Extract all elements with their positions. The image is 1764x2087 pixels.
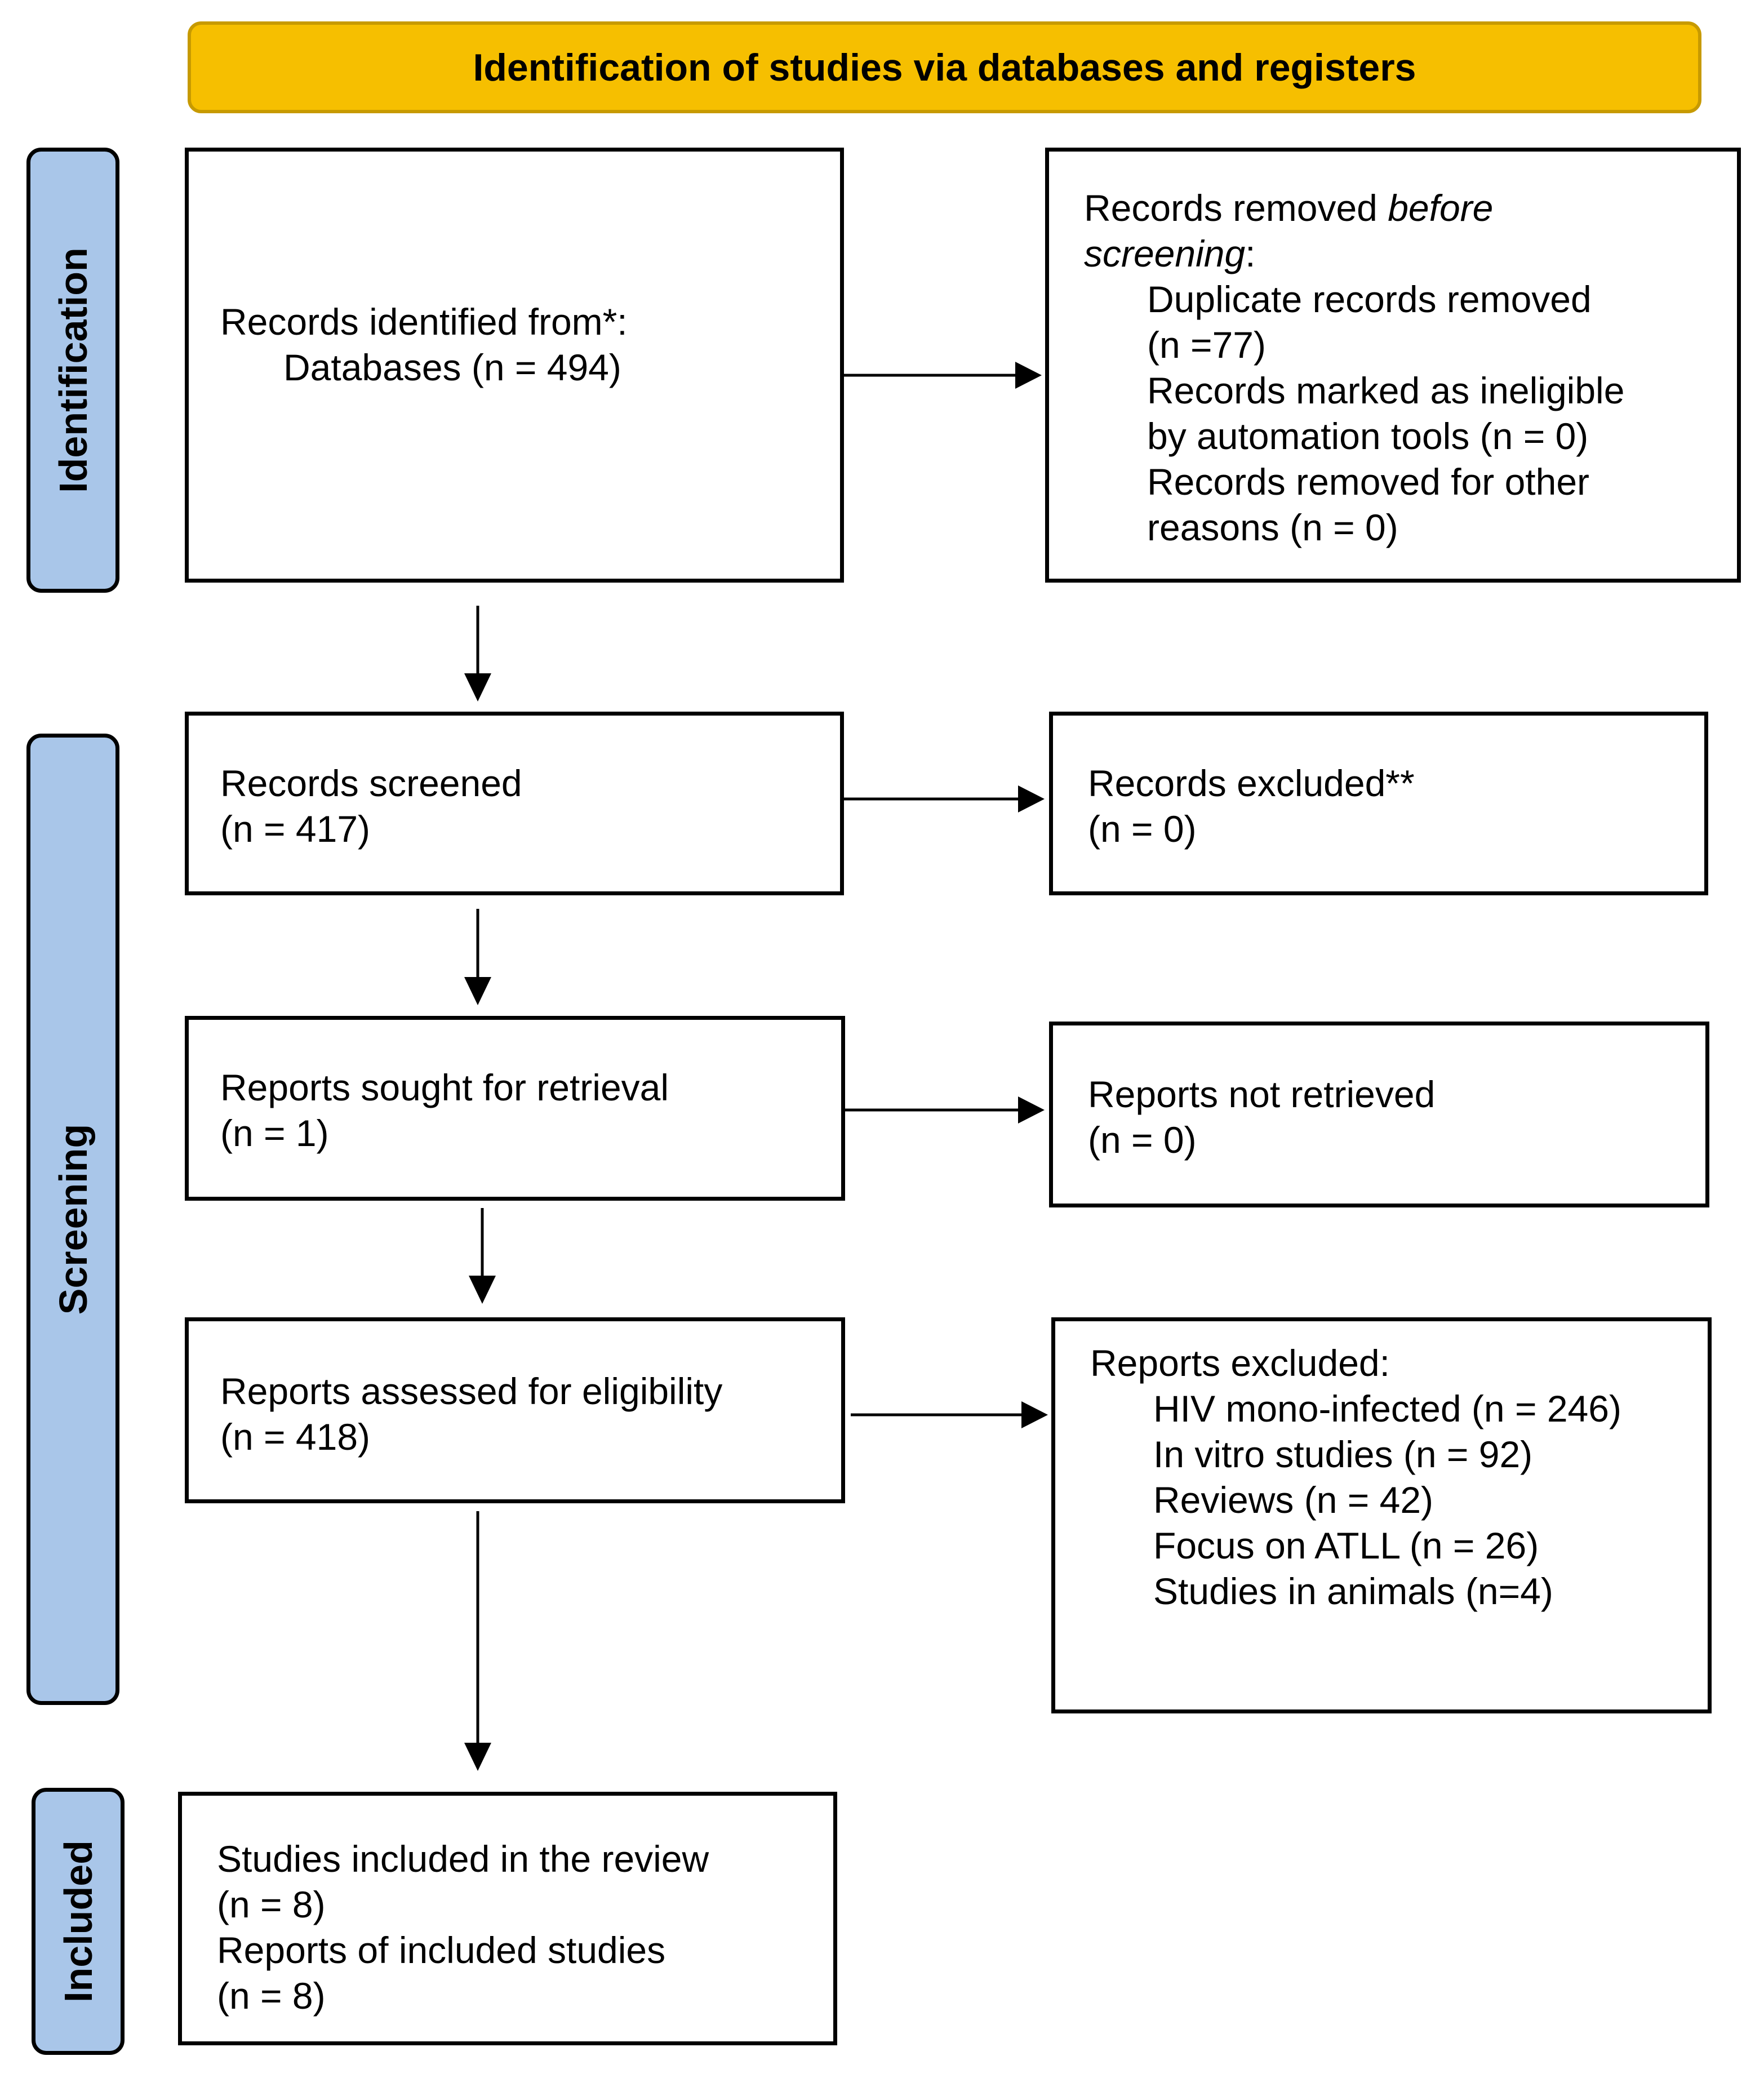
exclusion-reason: Reviews (n = 42) [1153, 1479, 1434, 1521]
header-banner: Identification of studies via databases … [188, 21, 1701, 113]
reports-sought-box: Reports sought for retrieval (n = 1) [185, 1016, 845, 1201]
duplicate-records-label: Duplicate records removed [1147, 278, 1592, 320]
records-identified-databases: Databases (n = 494) [283, 347, 621, 388]
reports-excluded-box: Reports excluded: HIV mono-infected (n =… [1051, 1317, 1712, 1713]
arrowhead-down [469, 1276, 496, 1304]
reports-assessed-count: (n = 418) [220, 1416, 370, 1458]
duplicate-records-count: (n =77) [1147, 324, 1266, 366]
phase-identification: Identification [26, 148, 119, 593]
reports-excluded-heading: Reports excluded: [1090, 1342, 1390, 1384]
records-screened-label: Records screened [220, 762, 522, 804]
records-screened-count: (n = 417) [220, 808, 370, 850]
records-removed-colon: : [1245, 233, 1256, 274]
arrowhead-down [464, 673, 491, 701]
records-removed-heading-line2: screening: [1084, 231, 1624, 277]
arrowhead-down [464, 1743, 491, 1771]
studies-included-label: Studies included in the review [217, 1838, 709, 1880]
arrowhead-right [1021, 1401, 1048, 1428]
reports-sought-label: Reports sought for retrieval [220, 1067, 669, 1108]
reports-assessed-box: Reports assessed for eligibility (n = 41… [185, 1317, 845, 1503]
records-identified-box: Records identified from*: Databases (n =… [185, 148, 844, 583]
ineligible-records-line1: Records marked as ineligible [1147, 370, 1625, 411]
reports-not-retrieved-label: Reports not retrieved [1088, 1073, 1436, 1115]
records-identified-heading: Records identified from*: [220, 301, 628, 343]
records-removed-prefix: Records removed [1084, 187, 1388, 229]
records-excluded-label: Records excluded** [1088, 762, 1415, 804]
arrowhead-right [1018, 785, 1045, 812]
reports-not-retrieved-box: Reports not retrieved (n = 0) [1049, 1022, 1709, 1207]
exclusion-reason: In vitro studies (n = 92) [1153, 1433, 1533, 1475]
reports-included-label: Reports of included studies [217, 1929, 666, 1971]
reports-not-retrieved-count: (n = 0) [1088, 1119, 1197, 1161]
records-excluded-box: Records excluded** (n = 0) [1049, 712, 1708, 895]
ineligible-records-line2: by automation tools (n = 0) [1147, 415, 1589, 457]
exclusion-reason: HIV mono-infected (n = 246) [1153, 1388, 1621, 1429]
reports-sought-count: (n = 1) [220, 1112, 329, 1154]
arrowhead-right [1015, 362, 1042, 389]
records-removed-heading-line1: Records removed before [1084, 185, 1624, 231]
records-excluded-count: (n = 0) [1088, 808, 1197, 850]
header-title: Identification of studies via databases … [473, 46, 1416, 89]
records-removed-screening-word: screening [1084, 233, 1246, 274]
other-reasons-line2: reasons (n = 0) [1147, 507, 1398, 548]
phase-included: Included [32, 1788, 125, 2055]
reports-included-count: (n = 8) [217, 1975, 326, 2017]
studies-included-box: Studies included in the review (n = 8) R… [178, 1792, 837, 2045]
exclusion-reason: Focus on ATLL (n = 26) [1153, 1525, 1539, 1566]
arrowhead-down [464, 977, 491, 1005]
reports-assessed-label: Reports assessed for eligibility [220, 1370, 723, 1412]
phase-screening: Screening [26, 734, 119, 1705]
exclusion-reason: Studies in animals (n=4) [1153, 1570, 1553, 1612]
other-reasons-line1: Records removed for other [1147, 461, 1590, 503]
records-removed-box: Records removed before screening: Duplic… [1045, 148, 1741, 583]
arrowhead-right [1018, 1096, 1045, 1124]
studies-included-count: (n = 8) [217, 1884, 326, 1925]
records-screened-box: Records screened (n = 417) [185, 712, 844, 895]
records-removed-before-word: before [1388, 187, 1494, 229]
